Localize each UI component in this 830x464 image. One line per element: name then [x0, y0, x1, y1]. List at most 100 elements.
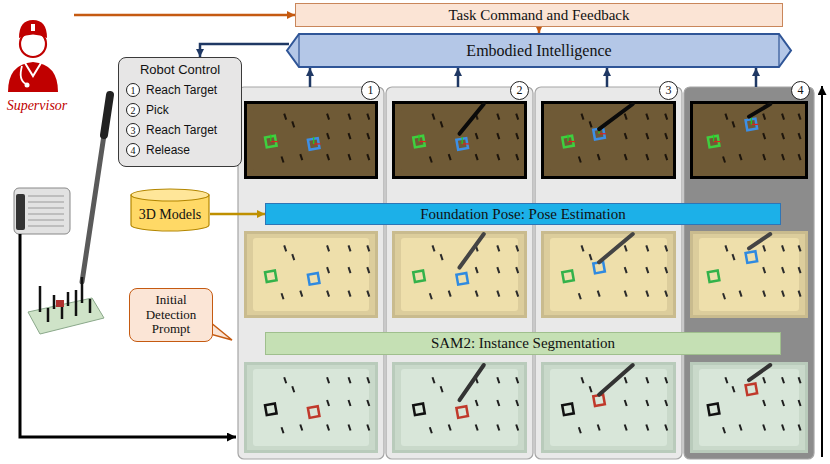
camera-grille — [28, 202, 64, 203]
module-bar: Foundation Pose: Pose Estimation — [265, 203, 781, 225]
peg — [782, 154, 784, 160]
axis-mark — [313, 137, 314, 144]
peg — [646, 154, 648, 160]
peg — [725, 245, 727, 251]
peg — [799, 400, 801, 406]
list-row: 1Reach Target — [126, 80, 234, 100]
step-panel-art — [238, 87, 384, 459]
image-ground — [247, 234, 375, 315]
peg — [441, 121, 443, 127]
peg — [300, 425, 302, 431]
camera-grille — [28, 208, 64, 209]
scroll-curl — [298, 35, 299, 66]
object-marker — [746, 251, 758, 263]
step-panel-art — [386, 87, 533, 459]
peg — [665, 154, 667, 160]
peg — [782, 114, 784, 120]
list-item: Reach Target — [146, 83, 217, 97]
peg — [665, 400, 667, 406]
peg — [300, 291, 302, 297]
peg — [799, 267, 801, 273]
peg — [782, 245, 784, 251]
instrument-tip — [599, 104, 633, 129]
peg — [646, 425, 648, 431]
peg — [433, 114, 435, 120]
peg — [367, 154, 369, 160]
image-frame — [541, 231, 676, 318]
callout-tail — [210, 322, 232, 340]
peg — [723, 427, 725, 433]
peg — [497, 114, 499, 120]
board — [253, 238, 369, 311]
object-marker — [456, 406, 468, 418]
peg — [367, 291, 369, 297]
peg — [782, 377, 784, 383]
peg — [799, 133, 801, 139]
instrument-tip — [599, 234, 633, 262]
peg — [292, 386, 294, 392]
peg — [646, 245, 648, 251]
peg — [433, 377, 435, 383]
peg — [516, 291, 518, 297]
camera-grille — [28, 214, 64, 215]
box-label: Task Command and Feedback — [449, 7, 630, 24]
peg — [327, 377, 329, 383]
peg — [327, 267, 329, 273]
peg — [367, 425, 369, 431]
peg — [497, 425, 499, 431]
peg — [497, 245, 499, 251]
peg — [763, 245, 765, 251]
peg — [327, 400, 329, 406]
peg — [476, 154, 478, 160]
board-peg — [81, 277, 84, 303]
peg — [327, 291, 329, 297]
board-peg — [47, 308, 50, 322]
peg — [516, 133, 518, 139]
peg — [516, 400, 518, 406]
axis-mark — [599, 133, 606, 134]
list-row: 4Release — [126, 140, 234, 160]
peg — [516, 267, 518, 273]
peg — [327, 245, 329, 251]
peg — [476, 400, 478, 406]
arrow-connector — [210, 213, 265, 216]
arrow-connector — [309, 68, 312, 87]
object-marker — [456, 273, 468, 285]
peg — [282, 293, 284, 299]
peg — [497, 291, 499, 297]
board-peg — [39, 286, 42, 312]
step-column: 1 — [238, 87, 384, 459]
peg — [732, 254, 734, 260]
stethoscope-end — [25, 83, 30, 88]
peg — [284, 114, 286, 120]
peg — [665, 377, 667, 383]
image-frame — [392, 362, 527, 453]
board — [401, 108, 518, 172]
axis-mark — [462, 137, 463, 144]
peg — [367, 114, 369, 120]
peg — [476, 291, 478, 297]
axis-mark — [714, 141, 721, 142]
depth-camera — [14, 188, 70, 234]
peg — [349, 425, 351, 431]
box-label: Embodied Intelligence — [466, 42, 611, 60]
image-frame — [244, 362, 378, 453]
image-frame — [244, 101, 378, 179]
callout-number: 1 — [361, 81, 380, 100]
panel-ground — [386, 87, 533, 459]
instrument-tip — [599, 365, 633, 395]
scroll-banner: Embodied Intelligence — [285, 33, 793, 68]
object-marker — [265, 270, 277, 282]
panel-ground — [238, 87, 384, 459]
peg — [782, 291, 784, 297]
peg — [349, 133, 351, 139]
peg — [349, 291, 351, 297]
image-ground — [544, 234, 673, 315]
board-peg — [61, 305, 64, 319]
arrow-connector — [200, 44, 289, 57]
camera-grille — [28, 220, 64, 221]
image-frame — [541, 101, 676, 179]
peg — [625, 133, 627, 139]
peg — [433, 245, 435, 251]
